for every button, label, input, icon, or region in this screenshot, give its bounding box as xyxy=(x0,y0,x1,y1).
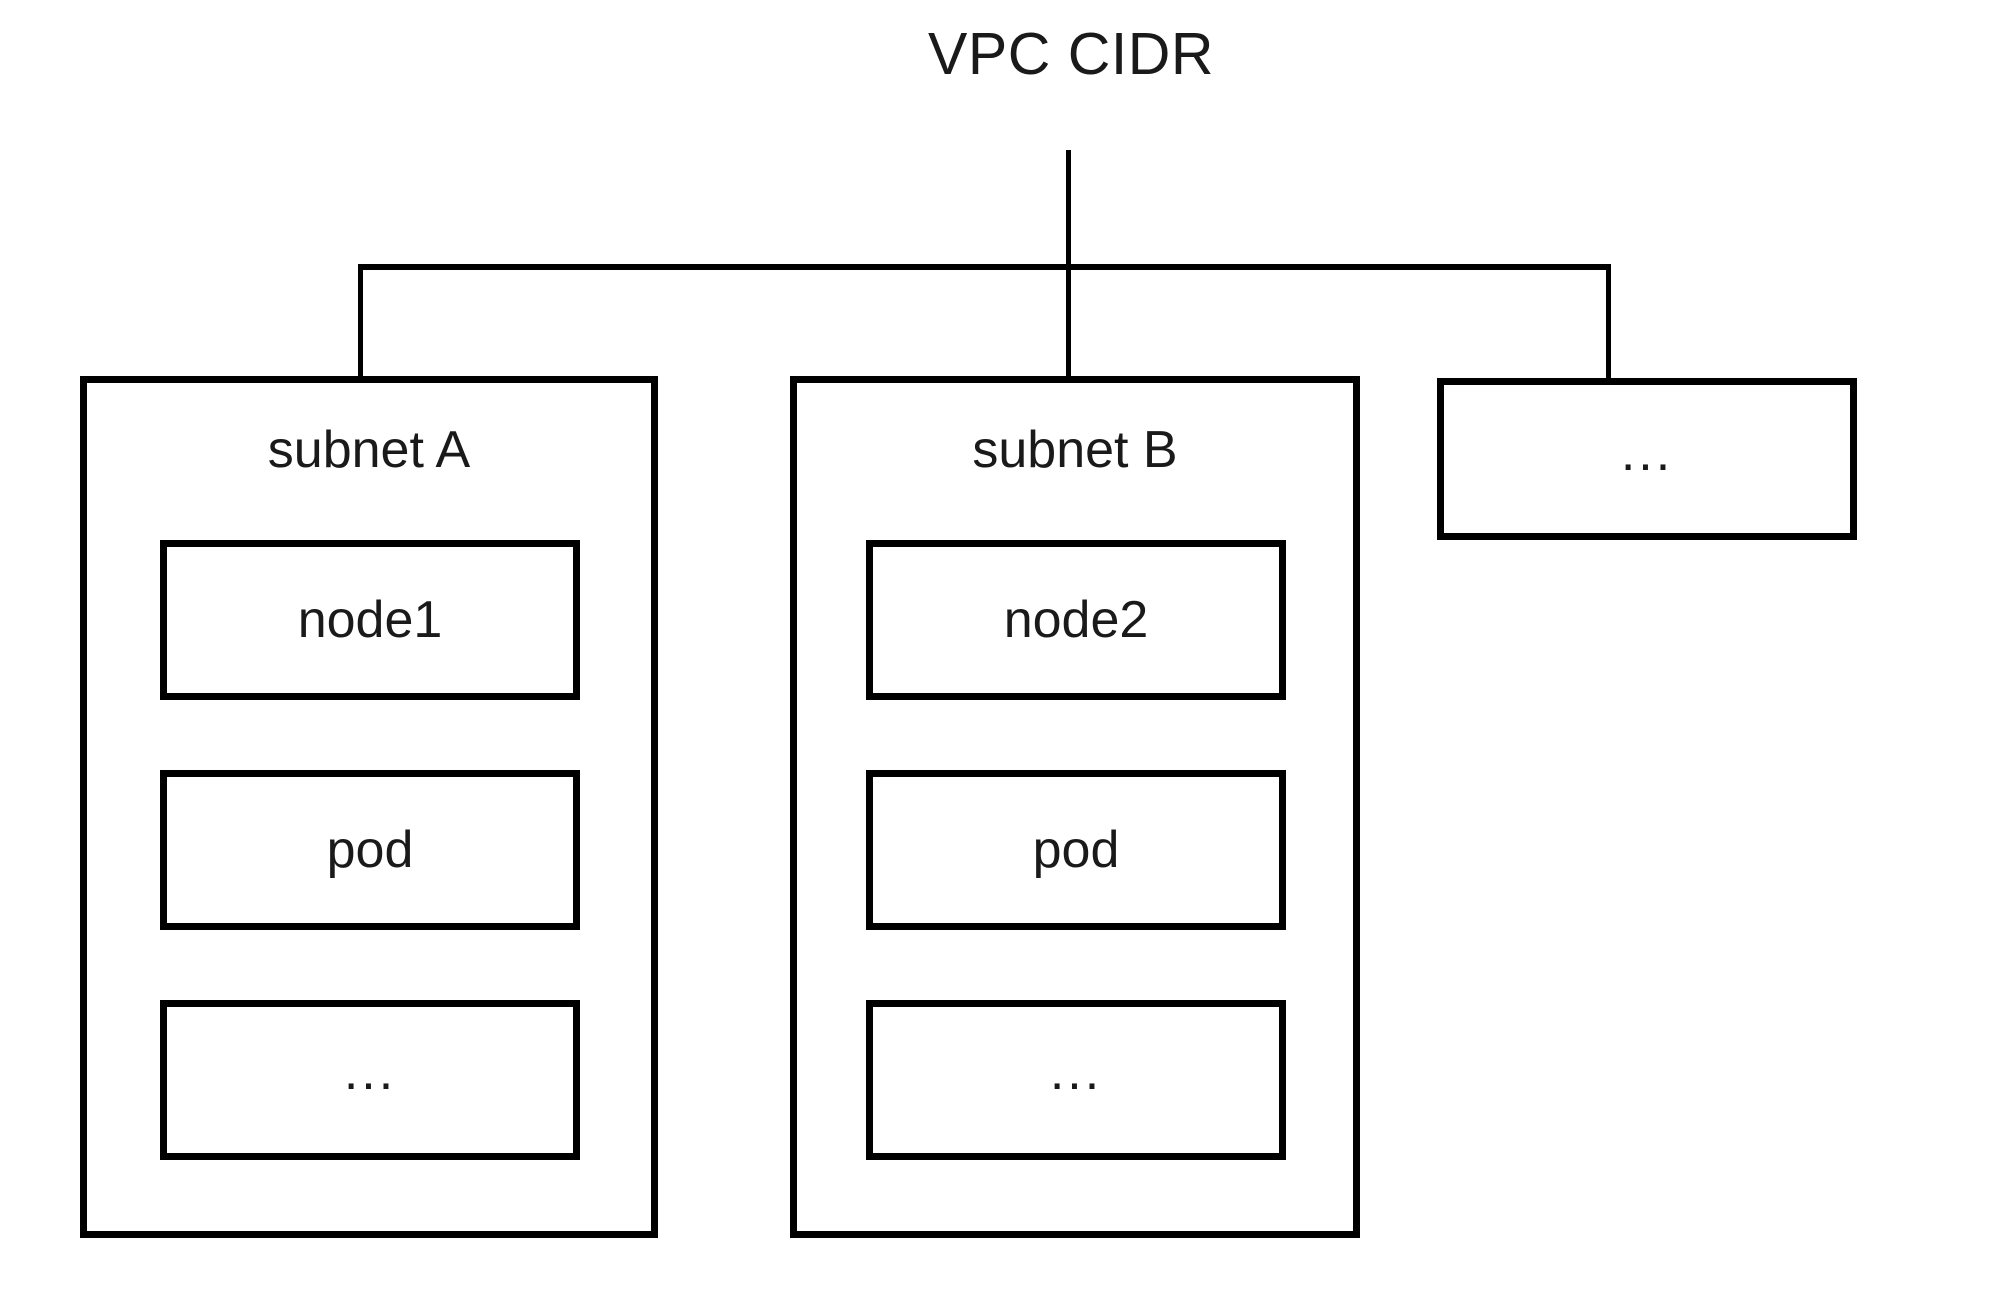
pod-a-box[interactable]: pod xyxy=(160,770,580,930)
subnet-more-ellipsis-label: ... xyxy=(1620,424,1674,482)
subnet-b-container[interactable]: subnet B node2 pod ... xyxy=(790,376,1360,1238)
more-a-box[interactable]: ... xyxy=(160,1000,580,1160)
pod-a-label: pod xyxy=(326,821,414,879)
connector-horizontal-bus xyxy=(358,264,1611,270)
pod-b-label: pod xyxy=(1032,821,1120,879)
more-b-box[interactable]: ... xyxy=(866,1000,1286,1160)
node1-box[interactable]: node1 xyxy=(160,540,580,700)
node2-label: node2 xyxy=(1003,591,1149,649)
vpc-cidr-title: VPC CIDR xyxy=(928,21,1214,87)
more-a-ellipsis-label: ... xyxy=(343,1043,397,1101)
connector-drop-subnet-more xyxy=(1606,264,1611,382)
subnet-a-label: subnet A xyxy=(267,421,471,479)
more-b-ellipsis-label: ... xyxy=(1049,1043,1103,1101)
connector-root-stem xyxy=(1066,150,1071,268)
node1-label: node1 xyxy=(297,591,443,649)
node2-box[interactable]: node2 xyxy=(866,540,1286,700)
subnet-a-container[interactable]: subnet A node1 pod ... xyxy=(80,376,658,1238)
pod-b-box[interactable]: pod xyxy=(866,770,1286,930)
connector-drop-subnet-b xyxy=(1066,264,1071,380)
subnet-b-label: subnet B xyxy=(972,421,1178,479)
subnet-more-box[interactable]: ... xyxy=(1437,378,1857,540)
connector-drop-subnet-a xyxy=(358,264,363,380)
